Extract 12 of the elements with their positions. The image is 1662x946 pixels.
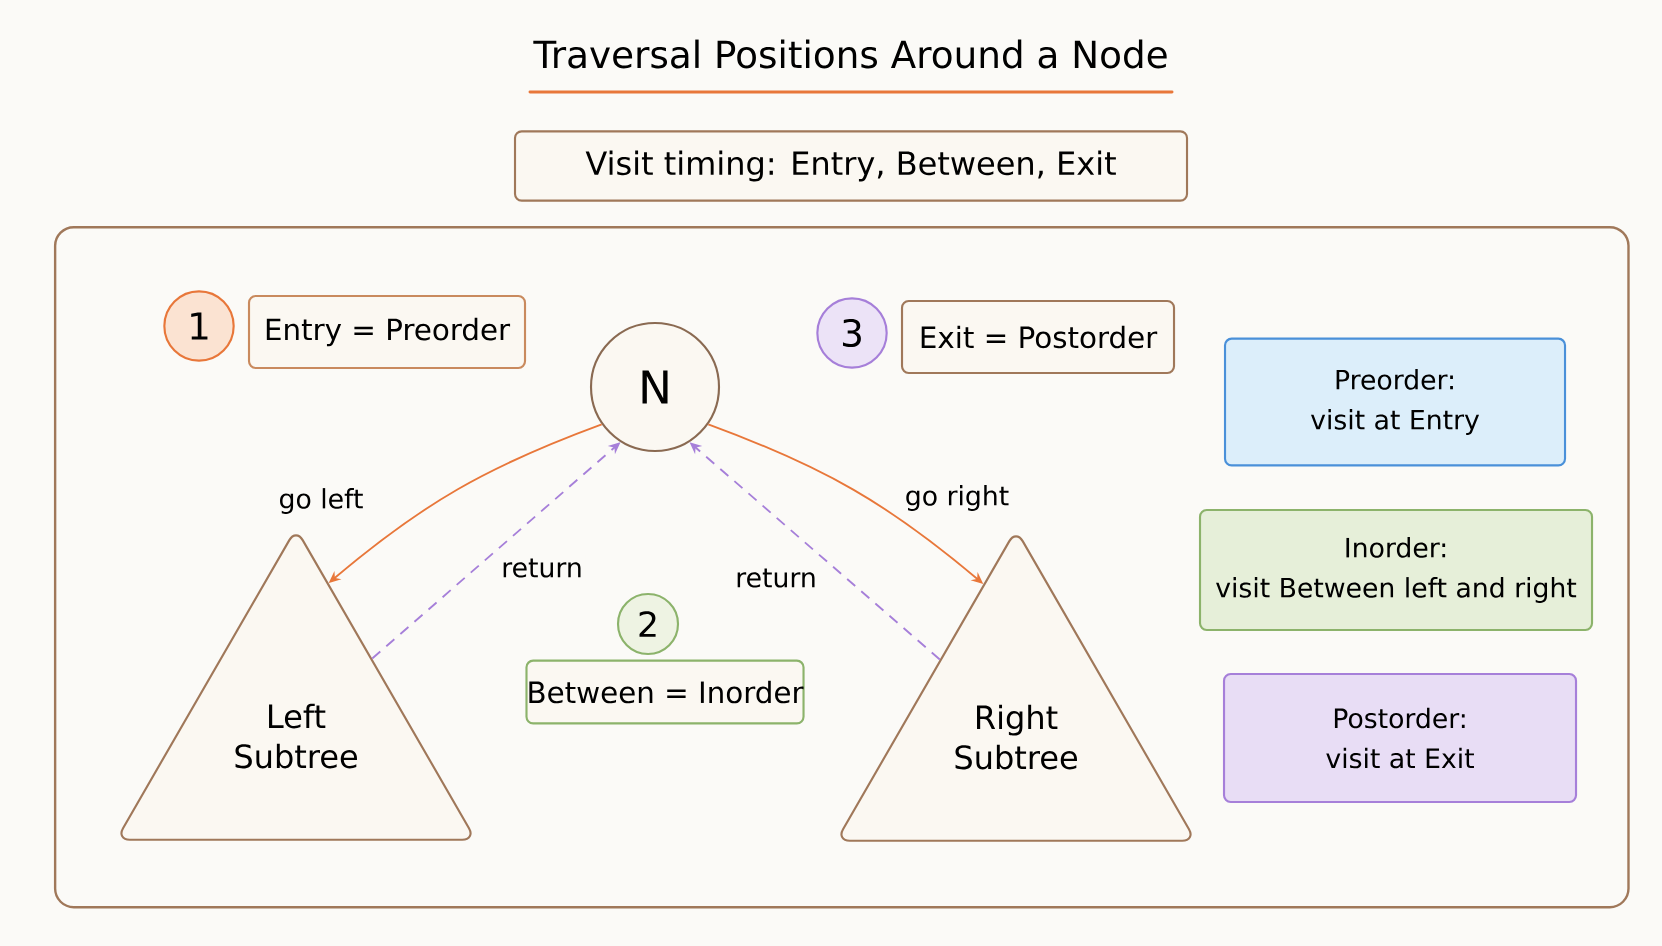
edge-label: go right [902, 482, 1012, 514]
edge-label: go left [275, 485, 367, 517]
info-box: Postorder: visit at Exit [1222, 672, 1578, 804]
heading-box: Visit timing: Entry, Between, Exit [513, 130, 1189, 202]
label-box: Exit = Postorder [900, 299, 1176, 375]
info-box: Preorder: visit at Entry [1223, 337, 1567, 467]
info-box: Inorder: visit Between left and right [1198, 508, 1594, 632]
label-box: Between = Inorder [525, 659, 805, 725]
subtree-triangle: Right Subtree [840, 535, 1192, 842]
label-box: Entry = Preorder [247, 294, 527, 370]
subtree-triangle: Left Subtree [120, 534, 472, 841]
title: Traversal Positions Around a Node [533, 39, 1167, 69]
